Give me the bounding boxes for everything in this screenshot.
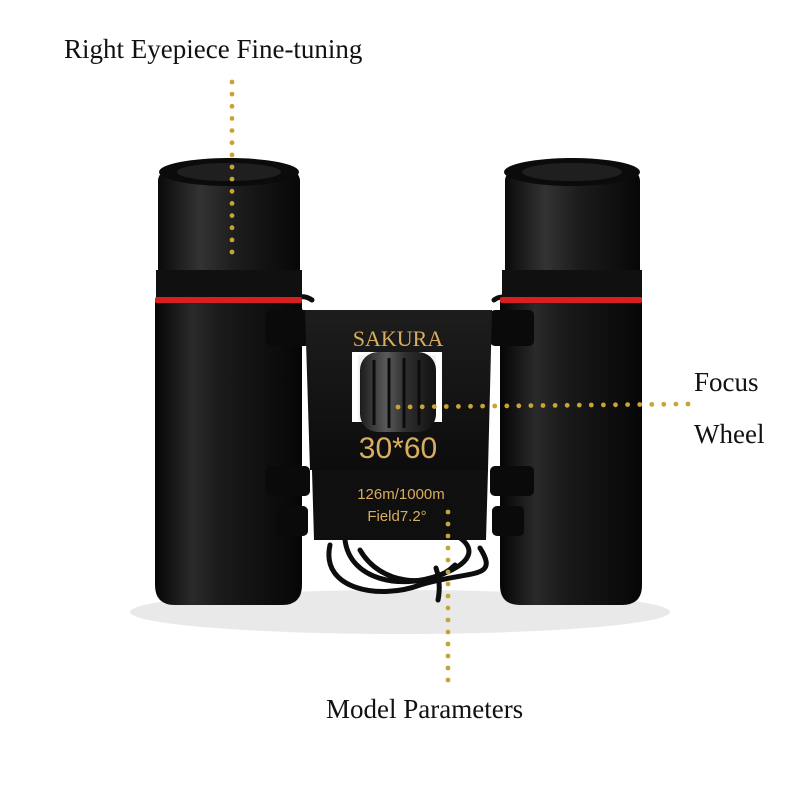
leader-dot bbox=[229, 103, 235, 109]
leader-dot bbox=[685, 401, 691, 407]
leader-dot bbox=[229, 164, 235, 170]
leader-dot bbox=[229, 213, 235, 219]
leader-dot bbox=[625, 402, 630, 407]
leader-dot bbox=[649, 402, 655, 407]
model-leader-line bbox=[445, 509, 451, 683]
leader-dot bbox=[637, 402, 643, 407]
field-distance-print: 126m/1000m bbox=[357, 486, 445, 503]
leader-dot bbox=[229, 176, 235, 182]
leader-dot bbox=[564, 402, 570, 408]
leader-dot bbox=[419, 404, 425, 410]
magnification-print: 30*60 bbox=[359, 432, 437, 465]
focus-callout-label-line2: Wheel bbox=[694, 419, 765, 449]
leader-dot bbox=[445, 581, 451, 587]
leader-dot bbox=[576, 402, 582, 408]
leader-dot bbox=[443, 404, 449, 409]
field-angle-print: Field7.2° bbox=[367, 508, 426, 525]
leader-dot bbox=[229, 152, 235, 158]
leader-dot bbox=[516, 403, 522, 409]
leader-dot bbox=[480, 403, 485, 409]
leader-dot bbox=[445, 545, 451, 551]
leader-dot bbox=[229, 128, 235, 134]
leader-dot bbox=[229, 237, 235, 243]
leader-dot bbox=[445, 665, 451, 671]
lower-bridge bbox=[312, 470, 488, 540]
leader-dot bbox=[445, 533, 451, 539]
right-accent-ring bbox=[500, 297, 642, 303]
leader-dot bbox=[445, 653, 451, 659]
eyepiece-leader-line bbox=[229, 79, 235, 255]
leader-dot bbox=[673, 401, 679, 407]
leader-dot bbox=[229, 188, 235, 194]
leader-dot bbox=[229, 140, 235, 146]
leader-dot bbox=[492, 403, 498, 409]
leader-dot bbox=[445, 509, 451, 515]
model-callout-label: Model Parameters bbox=[326, 694, 524, 724]
left-barrel bbox=[155, 158, 302, 605]
leader-dot bbox=[445, 569, 451, 575]
leader-dot bbox=[431, 404, 437, 409]
leader-dot bbox=[540, 403, 546, 408]
focus-leader-line bbox=[395, 401, 691, 410]
focus-wheel bbox=[360, 352, 436, 432]
leader-dot bbox=[445, 677, 451, 683]
leader-dot bbox=[407, 404, 413, 410]
leader-dot bbox=[445, 617, 451, 623]
leader-dot bbox=[229, 79, 235, 85]
leader-dot bbox=[445, 629, 451, 635]
brand-print: SAKURA bbox=[353, 326, 444, 351]
leader-dot bbox=[445, 605, 451, 611]
focus-callout-label-line1: Focus bbox=[694, 367, 759, 397]
leader-dot bbox=[395, 404, 401, 410]
leader-dot bbox=[601, 402, 606, 408]
right-barrel bbox=[500, 158, 642, 605]
leader-dot bbox=[229, 91, 235, 97]
leader-dot bbox=[613, 402, 618, 408]
leader-dot bbox=[445, 557, 451, 563]
leader-dot bbox=[229, 249, 235, 255]
leader-dot bbox=[588, 402, 594, 408]
leader-dot bbox=[229, 116, 235, 121]
leader-dot bbox=[445, 641, 451, 647]
eyepiece-callout-label: Right Eyepiece Fine-tuning bbox=[64, 34, 363, 64]
leader-dot bbox=[528, 403, 534, 408]
leader-dot bbox=[456, 404, 461, 409]
leader-dot bbox=[445, 521, 451, 527]
leader-dot bbox=[468, 403, 473, 409]
leader-dot bbox=[445, 593, 451, 599]
leader-dot bbox=[229, 225, 235, 231]
hinge-clips bbox=[266, 310, 534, 536]
leader-dot bbox=[229, 201, 235, 206]
leader-dot bbox=[552, 403, 558, 408]
left-accent-ring bbox=[155, 297, 302, 303]
leader-dot bbox=[504, 403, 510, 409]
leader-dot bbox=[661, 401, 667, 407]
